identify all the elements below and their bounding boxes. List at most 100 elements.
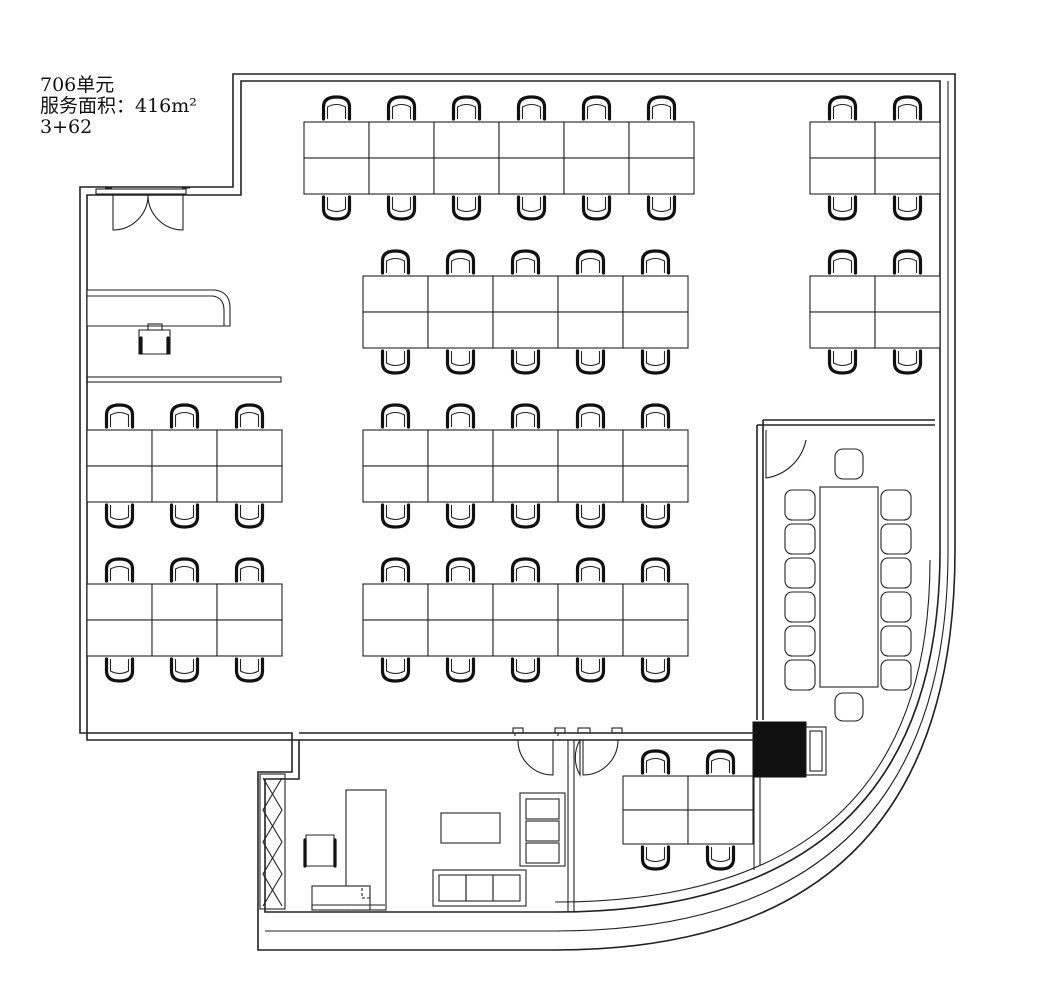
desk bbox=[622, 619, 689, 657]
desk bbox=[362, 429, 429, 467]
meeting-chair bbox=[880, 625, 912, 657]
desk bbox=[427, 583, 494, 621]
desk-cluster-left-2 bbox=[86, 557, 283, 683]
desk bbox=[216, 583, 283, 621]
desk bbox=[809, 157, 876, 195]
desk bbox=[427, 465, 494, 503]
desk bbox=[874, 121, 941, 159]
desk-cluster-right-2 bbox=[809, 249, 941, 375]
desk bbox=[809, 311, 876, 349]
desk-cluster-top bbox=[303, 95, 695, 221]
desk bbox=[368, 157, 435, 195]
meeting-chair bbox=[784, 557, 816, 589]
meeting-chair bbox=[880, 591, 912, 623]
desk bbox=[427, 429, 494, 467]
desk-cluster-middle-3 bbox=[362, 557, 689, 683]
seat-configuration: 3+62 bbox=[40, 116, 93, 138]
meeting-chair bbox=[880, 523, 912, 555]
workstation-desks bbox=[86, 95, 941, 871]
desk bbox=[498, 121, 565, 159]
desk bbox=[427, 275, 494, 313]
desk bbox=[86, 465, 153, 503]
lounge-area bbox=[432, 792, 566, 907]
outer-walls bbox=[79, 73, 956, 951]
desk bbox=[874, 311, 941, 349]
desk bbox=[687, 809, 754, 845]
desk bbox=[622, 275, 689, 313]
desk bbox=[151, 583, 218, 621]
desk bbox=[557, 275, 624, 313]
entrance-door bbox=[95, 187, 190, 231]
desk bbox=[874, 275, 941, 313]
manager-office bbox=[259, 773, 387, 911]
desk bbox=[557, 465, 624, 503]
meeting-chair bbox=[784, 489, 816, 521]
meeting-chair bbox=[784, 523, 816, 555]
meeting-chair bbox=[880, 489, 912, 521]
desk bbox=[303, 121, 370, 159]
reception-desk bbox=[86, 289, 282, 383]
desk bbox=[368, 121, 435, 159]
desk bbox=[362, 619, 429, 657]
desk bbox=[622, 429, 689, 467]
lower-offices bbox=[299, 727, 761, 912]
desk bbox=[492, 583, 559, 621]
desk bbox=[151, 429, 218, 467]
desk-cluster-middle-2 bbox=[362, 403, 689, 529]
desk bbox=[809, 275, 876, 313]
service-shaft bbox=[752, 721, 827, 778]
desk-cluster-right-1 bbox=[809, 95, 941, 221]
meeting-chair bbox=[784, 659, 816, 691]
desk bbox=[427, 619, 494, 657]
meeting-chair bbox=[880, 659, 912, 691]
desk bbox=[362, 275, 429, 313]
desk bbox=[492, 465, 559, 503]
desk bbox=[216, 619, 283, 657]
desk bbox=[433, 157, 500, 195]
desk bbox=[622, 809, 689, 845]
meeting-chair bbox=[784, 591, 816, 623]
unit-name: 706单元 bbox=[40, 74, 115, 96]
desk-cluster-left-1 bbox=[86, 403, 283, 529]
desk bbox=[362, 465, 429, 503]
desk bbox=[492, 311, 559, 349]
desk bbox=[557, 619, 624, 657]
desk bbox=[216, 429, 283, 467]
desk bbox=[563, 157, 630, 195]
meeting-chairs bbox=[784, 489, 912, 691]
desk bbox=[216, 465, 283, 503]
desk bbox=[433, 121, 500, 159]
desk bbox=[362, 583, 429, 621]
desk bbox=[622, 311, 689, 349]
desk bbox=[563, 121, 630, 159]
desk bbox=[557, 429, 624, 467]
desk bbox=[498, 157, 565, 195]
desk bbox=[303, 157, 370, 195]
desk bbox=[492, 275, 559, 313]
desk bbox=[874, 157, 941, 195]
desk bbox=[151, 619, 218, 657]
desk bbox=[622, 775, 689, 811]
desk bbox=[151, 465, 218, 503]
meeting-room bbox=[756, 419, 935, 722]
desk-cluster-middle-1 bbox=[362, 249, 689, 375]
desk bbox=[622, 465, 689, 503]
desk bbox=[628, 121, 695, 159]
desk bbox=[492, 429, 559, 467]
desk bbox=[622, 583, 689, 621]
service-area: 服务面积：416m² bbox=[40, 95, 197, 117]
unit-info-label: 706单元 服务面积：416m² 3+62 bbox=[40, 75, 197, 138]
desk bbox=[557, 311, 624, 349]
meeting-chair bbox=[880, 557, 912, 589]
desk bbox=[427, 311, 494, 349]
desk bbox=[687, 775, 754, 811]
desk bbox=[557, 583, 624, 621]
meeting-chair bbox=[784, 625, 816, 657]
desk bbox=[628, 157, 695, 195]
desk bbox=[86, 583, 153, 621]
desk bbox=[86, 619, 153, 657]
desk bbox=[492, 619, 559, 657]
desk bbox=[809, 121, 876, 159]
desk-cluster-lower-office bbox=[622, 749, 754, 871]
